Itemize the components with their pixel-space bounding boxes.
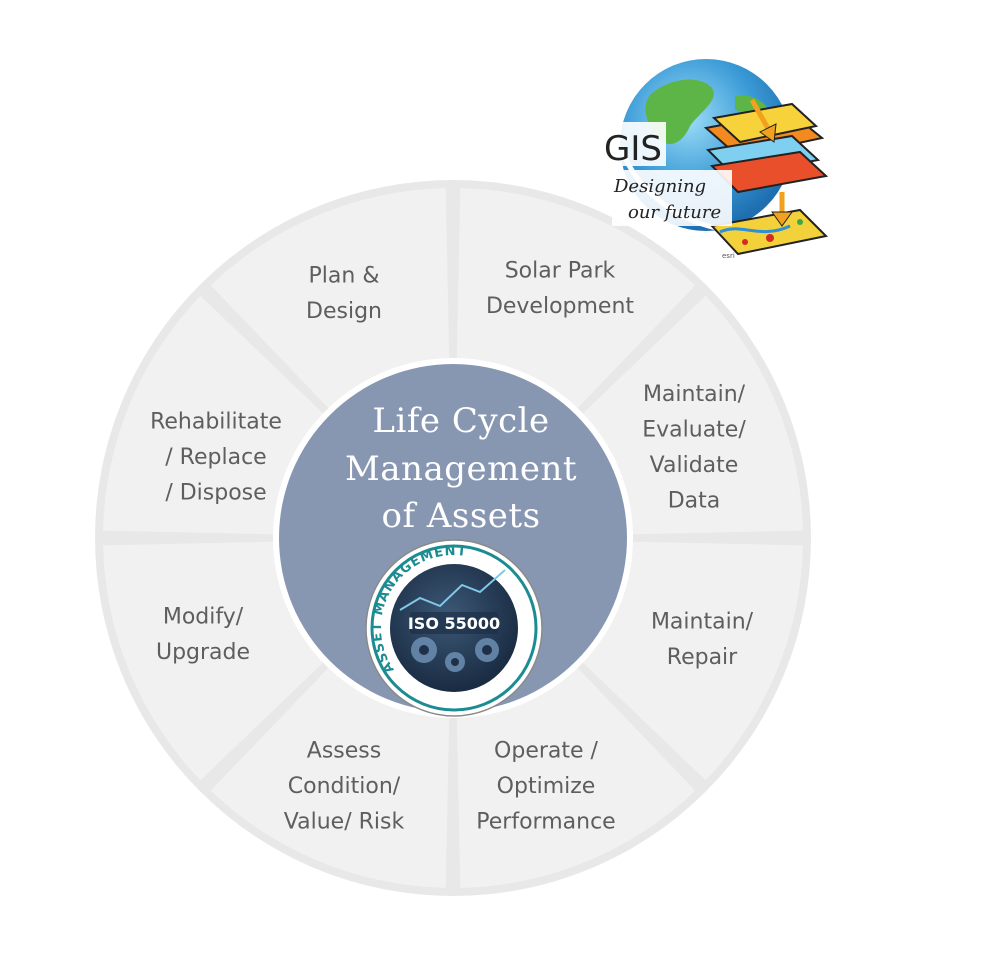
arrow-down-icon: [749, 98, 773, 134]
segment-label-maintain-repair: Maintain/Repair: [651, 609, 754, 670]
segment-label-line: / Dispose: [165, 481, 266, 506]
segment-label-line: Rehabilitate: [150, 410, 282, 435]
segment-rehabilitate-replace-dispose: [103, 295, 326, 535]
segment-label-line: Evaluate/: [642, 417, 746, 442]
badge-center-text: ISO 55000: [408, 614, 500, 633]
segment-label-line: Maintain/: [643, 382, 746, 407]
segment-solar-park-development: [456, 188, 696, 411]
segment-maintain-repair: [580, 541, 803, 781]
segment-label-line: Solar Park: [505, 258, 616, 283]
segment-label-line: Plan &: [309, 263, 380, 288]
iso-55000-badge: ISO 55000 ASSET MANAGEMENT: [365, 539, 543, 717]
segment-label-line: Modify/: [163, 604, 244, 629]
segment-labels-layer: Solar ParkDevelopmentMaintain/Evaluate/V…: [150, 258, 754, 834]
segment-label-plan-design: Plan & Design: [306, 263, 382, 324]
segment-label-line: Maintain/: [651, 609, 754, 634]
segment-label-line: Design: [306, 299, 382, 324]
segment-label-line: Data: [668, 488, 721, 513]
segment-label-line: Assess: [307, 739, 381, 764]
gis-tagline-line-1: Designing: [613, 176, 706, 197]
segment-operate-optimize-performance: [456, 665, 696, 888]
segment-label-line: Optimize: [497, 774, 596, 799]
segment-assess-condition-value-risk: [210, 665, 450, 888]
gis-logo: GIS Designing our future esri: [600, 59, 829, 260]
center-title-line-2: Management: [345, 449, 577, 489]
segment-label-rehabilitate-replace-dispose: Rehabilitate / Replace / Dispose: [150, 410, 282, 506]
gis-title: GIS: [604, 129, 662, 169]
segment-label-line: Validate: [650, 453, 739, 478]
segment-label-line: Performance: [476, 810, 615, 835]
segment-label-line: Development: [486, 294, 634, 319]
segment-label-line: / Replace: [165, 445, 266, 470]
segment-label-line: Operate /: [494, 739, 598, 764]
trend-line-icon: [399, 569, 506, 611]
segment-modify-upgrade: [103, 541, 326, 781]
gis-tagline-line-2: our future: [628, 202, 721, 223]
segment-maintain-evaluate-validate-data: [580, 295, 803, 535]
segment-label-line: Upgrade: [156, 640, 250, 665]
segment-label-modify-upgrade: Modify/Upgrade: [156, 604, 250, 665]
esri-mark: esri: [722, 252, 735, 260]
segment-label-line: Repair: [667, 645, 738, 670]
center-title-line-1: Life Cycle: [372, 401, 549, 441]
segment-label-line: Condition/: [288, 774, 401, 799]
gears-icon: [411, 637, 499, 672]
center-title-line-3: of Assets: [381, 496, 540, 536]
segment-label-line: Value/ Risk: [284, 810, 405, 835]
segments-layer: [103, 188, 803, 888]
segment-plan-design: [210, 188, 450, 411]
